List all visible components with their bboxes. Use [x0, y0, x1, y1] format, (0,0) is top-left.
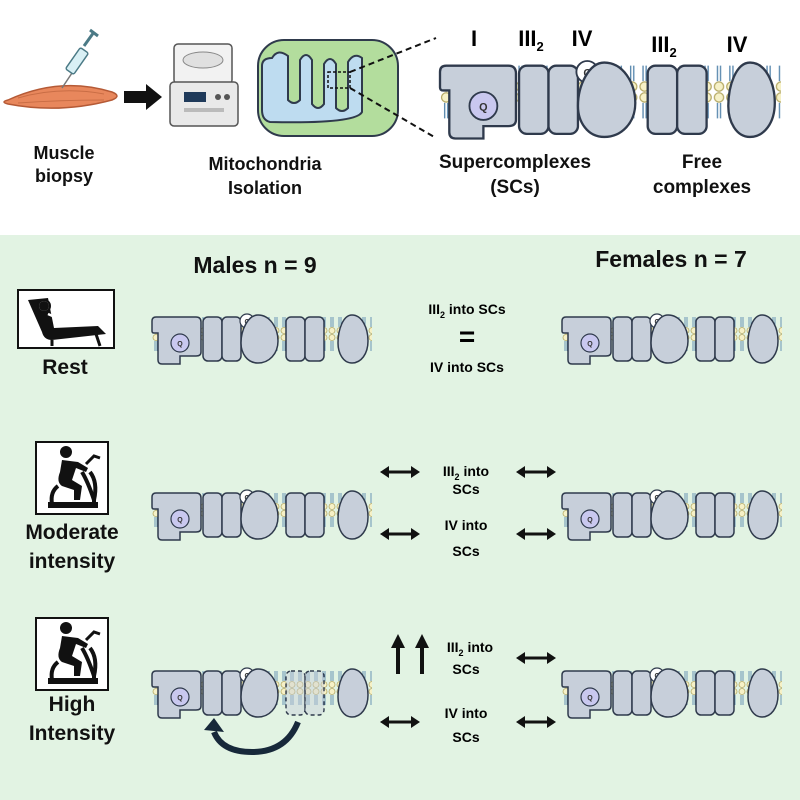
recruitment-arrow — [204, 718, 301, 756]
high-iv-right-arrow — [514, 714, 558, 730]
mod-iv-right-arrow — [514, 526, 558, 542]
syringe-icon — [61, 28, 99, 89]
free-complexes-label: Free complexes — [652, 152, 752, 198]
females-high-membrane — [561, 667, 783, 719]
mod-iv-left-arrow — [378, 526, 422, 542]
females-moderate-membrane — [561, 489, 783, 541]
complex-IV-label: IV — [572, 26, 593, 51]
mitochondrion-icon — [257, 39, 399, 137]
high-iii-text-line2: SCs — [452, 661, 479, 677]
moderate-label: Moderate intensity — [25, 521, 119, 573]
mod-iii-text-line2: SCs — [452, 481, 479, 497]
mod-iii-right-arrow — [514, 464, 558, 480]
females-rest-membrane — [561, 313, 783, 365]
rest-person-icon — [16, 288, 116, 350]
high-iv-left-arrow — [378, 714, 422, 730]
mod-iii-left-arrow — [378, 464, 422, 480]
muscle-illustration — [3, 84, 118, 109]
centrifuge-icon — [169, 43, 239, 127]
muscle-biopsy-label: Muscle biopsy — [33, 143, 95, 186]
high-bike-icon — [34, 616, 110, 692]
high-iii-up-arrow-2 — [413, 632, 431, 676]
males-heading: Males n = 9 — [193, 252, 317, 278]
zoom-line-bottom — [349, 87, 437, 139]
males-moderate-membrane — [151, 489, 373, 541]
mod-iii-text: III2 into — [443, 463, 489, 482]
males-high-membrane — [151, 667, 373, 719]
rest-label: Rest — [42, 356, 88, 379]
free-complex-IV-label: IV — [727, 32, 748, 57]
mito-isolation-label: Mitochondria Isolation — [208, 154, 322, 198]
supercomplexes-label: Supercomplexes (SCs) — [438, 152, 592, 198]
complex-I-label: I — [471, 26, 477, 51]
females-heading: Females n = 7 — [595, 246, 747, 272]
rest-equals: = — [459, 321, 475, 352]
high-iv-text-line2: SCs — [452, 729, 479, 745]
process-arrow-icon — [124, 84, 162, 110]
rest-iii-text: III2 into SCs — [428, 301, 506, 320]
complex-III-label: III2 — [518, 26, 544, 54]
zoom-line-top — [349, 37, 437, 73]
membrane-zoom — [438, 59, 783, 140]
high-iv-text: IV into — [445, 705, 488, 721]
high-label: High Intensity — [28, 693, 116, 745]
rest-iv-text: IV into SCs — [430, 359, 504, 375]
high-iii-text: III2 into — [447, 639, 493, 658]
free-complex-III-label: III2 — [651, 32, 677, 60]
high-iii-up-arrow-1 — [389, 632, 407, 676]
high-iii-right-arrow — [514, 650, 558, 666]
mod-iv-text: IV into — [445, 517, 488, 533]
moderate-bike-icon — [34, 440, 110, 516]
mod-iv-text-line2: SCs — [452, 543, 479, 559]
males-rest-membrane — [151, 313, 373, 365]
